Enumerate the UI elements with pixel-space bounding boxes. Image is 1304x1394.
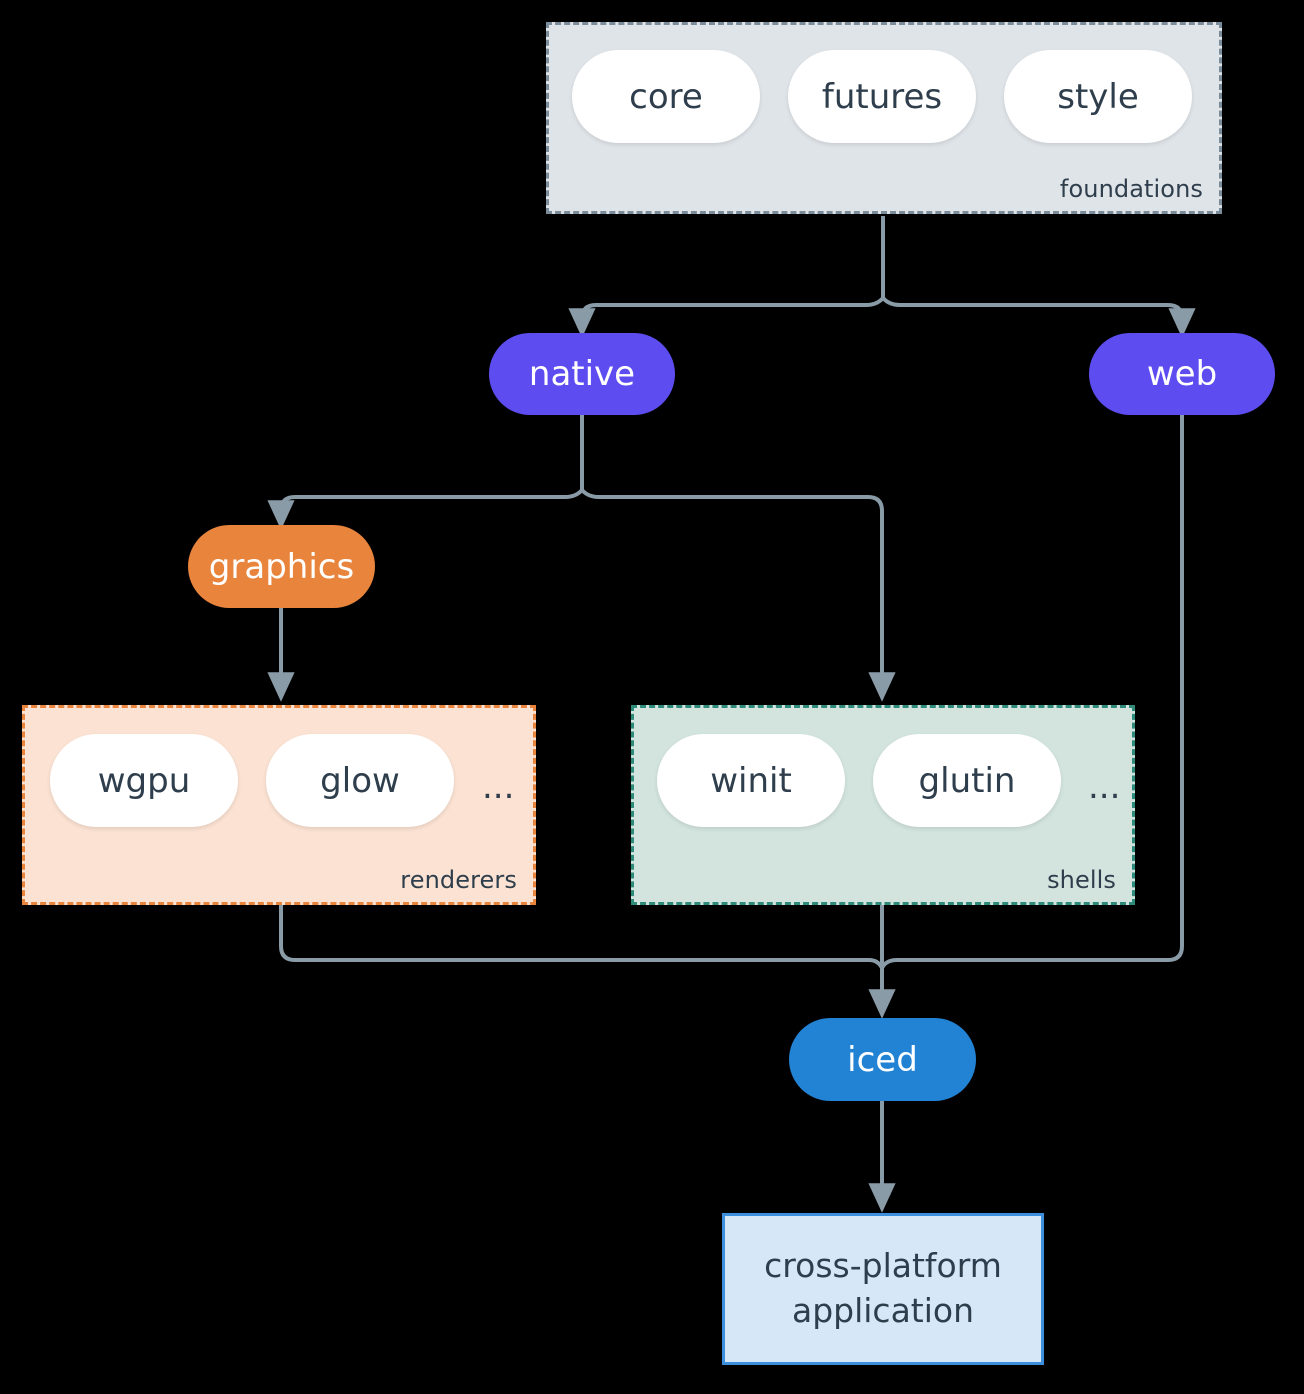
pill-wgpu[interactable]: wgpu [50,734,238,827]
pill-glutin-label: glutin [918,760,1016,801]
pill-futures[interactable]: futures [788,50,976,143]
renderers-more-indicator: ... [482,767,515,807]
pill-glutin[interactable]: glutin [873,734,1061,827]
node-web-label: web [1146,354,1218,394]
node-web[interactable]: web [1089,333,1275,415]
node-iced[interactable]: iced [789,1018,976,1101]
pill-core[interactable]: core [572,50,760,143]
edge-native-to-shells [580,488,896,702]
pill-wgpu-label: wgpu [97,760,191,801]
pill-winit-label: winit [710,760,792,801]
application-line-2: application [791,1291,975,1330]
node-graphics[interactable]: graphics [188,525,375,608]
edge-native-to-graphics [267,488,584,530]
application-line-1: cross-platform [764,1246,1002,1286]
group-shells-label: shells [1047,866,1116,894]
edge-merge-to-iced [868,958,898,970]
node-graphics-label: graphics [208,546,355,587]
pill-style-label: style [1057,76,1139,117]
node-native[interactable]: native [489,333,675,415]
pill-glow-label: glow [320,760,400,801]
shells-more-indicator: ... [1088,767,1121,807]
pill-style[interactable]: style [1004,50,1192,143]
group-foundations-label: foundations [1059,175,1203,203]
node-iced-label: iced [847,1039,918,1080]
pill-core-label: core [629,76,703,117]
group-renderers-label: renderers [400,866,517,894]
pill-futures-label: futures [821,76,943,117]
pill-winit[interactable]: winit [657,734,845,827]
edge-foundations-to-web [881,296,1196,338]
pill-glow[interactable]: glow [266,734,454,827]
edge-renderers-to-iced [279,905,869,962]
node-native-label: native [528,354,636,394]
node-application[interactable]: cross-platform application [722,1213,1044,1365]
edge-foundations-to-native [568,296,885,338]
